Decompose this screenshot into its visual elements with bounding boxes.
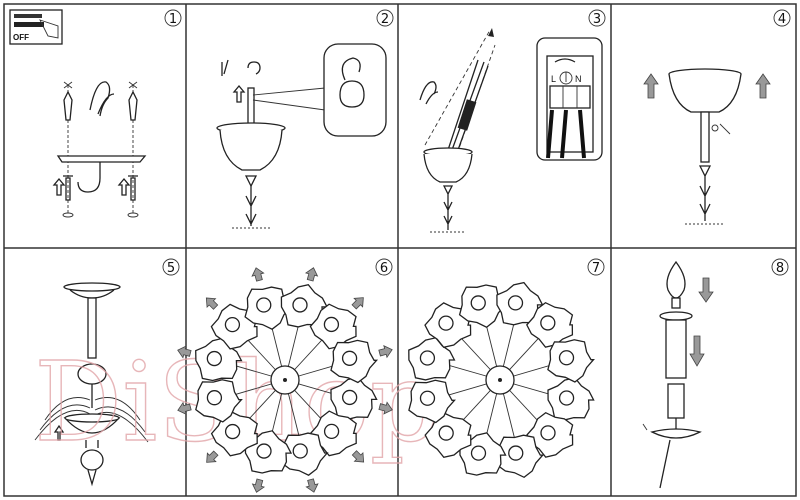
hand-icon [419,81,439,105]
bulb-socket-icon [323,423,340,440]
glass-petal-icon [547,377,595,421]
glass-petal-icon [244,286,293,330]
bulb-socket-icon [206,390,223,406]
panel-3-connect-wires: L N [419,28,603,233]
glass-petal-icon [408,337,456,381]
up-arrow-icon [643,73,659,99]
bulb-socket-icon [341,350,358,366]
glass-petal-icon [309,410,357,457]
svg-text:2: 2 [381,12,389,27]
bulb-socket-icon [508,445,524,461]
svg-text:6: 6 [380,261,388,276]
arrow-icon [251,267,265,282]
arrow-icon [251,478,266,493]
step-number-3: 3 [588,9,606,27]
glass-petal-icon [458,284,507,328]
candle-bulb-icon [666,260,686,299]
glass-petal-icon [408,379,456,424]
glass-petal-icon [330,339,379,384]
glass-petal-icon [330,376,378,420]
bulb-socket-icon [507,295,524,311]
up-arrow-icon [53,424,65,441]
svg-text:3: 3 [593,12,601,27]
svg-text:1: 1 [169,12,177,27]
arrow-icon [206,450,219,463]
screw-icon [62,175,139,218]
arrow-icon [177,345,192,359]
step-number-7: 7 [587,258,605,276]
glass-petal-icon [526,411,574,458]
bulb-socket-icon [438,425,454,441]
bulb-socket-icon [256,297,272,313]
bulb-socket-icon [206,350,223,367]
up-arrow-icon [232,84,246,103]
bulb-socket-icon [224,423,241,440]
arrow-icon [205,297,219,310]
down-arrow-icon [698,277,714,303]
bulb-socket-icon [419,390,436,406]
arrow-icon [351,297,364,310]
step-number-2: 2 [376,9,394,27]
panel-6-arrange-arms [177,267,393,493]
step-number-1: 1 [164,9,182,27]
glass-petal-icon [195,379,243,423]
screw-anchor-icon [63,81,138,215]
bulb-socket-icon [341,389,358,406]
svg-text:L: L [551,74,556,84]
panel-8-install-bulbs [642,260,714,489]
bulb-socket-icon [558,350,575,366]
glass-petal-icon [424,412,472,459]
panel-7-arranged-arms [408,281,595,479]
glass-petal-icon [547,339,595,383]
canopy-icon [216,122,286,229]
step-numbers: 1 2 3 4 5 6 7 8 [162,9,791,276]
svg-text:4: 4 [778,12,786,27]
up-arrow-icon [755,73,771,99]
panel-1-mount-hook: OFF [9,9,147,218]
svg-text:5: 5 [167,261,175,276]
step-number-4: 4 [773,9,791,27]
svg-text:7: 7 [592,261,600,276]
power-off-switch-icon: OFF [9,9,63,45]
arrow-icon [177,401,192,416]
svg-text:OFF: OFF [13,33,29,42]
up-arrow-icon [52,177,131,196]
bulb-socket-icon [224,316,241,333]
down-arrow-icon [689,335,705,367]
step-number-8: 8 [771,258,789,276]
canopy-icon [668,68,742,225]
bulb-socket-icon [540,315,556,331]
arrow-icon [351,450,365,463]
bulb-socket-icon [470,445,487,461]
terminal-block-detail: L N [536,37,603,161]
step-number-6: 6 [375,258,393,276]
step-number-5: 5 [162,258,180,276]
bulb-socket-icon [419,350,436,366]
panel-2-hang-canopy [216,43,387,229]
panel-4-fix-canopy [643,68,771,225]
svg-text:N: N [575,74,582,84]
arrow-icon [305,478,319,493]
arrow-icon [304,267,319,282]
arms-icon [34,397,149,443]
bulb-socket-icon [292,443,308,459]
bulb-socket-icon [470,295,486,311]
arrow-icon [378,344,393,359]
bulb-socket-icon [438,315,454,331]
canopy-icon [423,147,473,233]
hook-detail-magnifier [323,43,387,137]
bulb-socket-icon [256,443,272,459]
arrow-icon [378,401,393,415]
ceiling-hook-icon [221,59,261,76]
mounting-plate-icon [56,155,147,193]
bulb-socket-icon [558,390,575,406]
hook-fittings-icon [89,81,115,117]
bulb-socket-icon [323,316,340,333]
bulb-socket-icon [292,297,308,313]
bulb-socket-icon [540,425,556,441]
svg-text:8: 8 [776,261,784,276]
